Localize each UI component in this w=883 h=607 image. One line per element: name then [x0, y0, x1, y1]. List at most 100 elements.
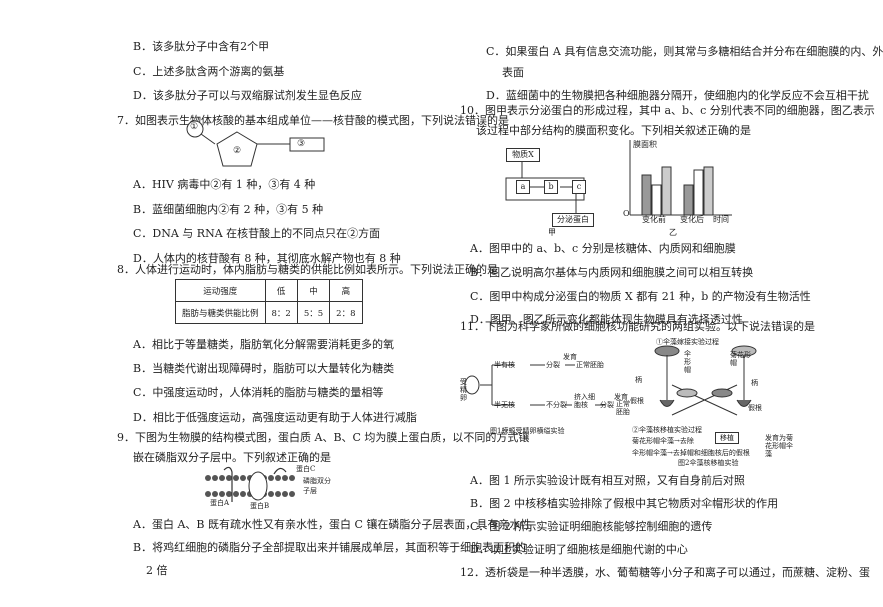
- fig1-divide: 分裂: [546, 361, 560, 369]
- substance-x-box: 物质X: [506, 148, 540, 162]
- q8-option-c: C．中强度运动时，人体消耗的脂肪与糖类的量相等: [133, 386, 384, 399]
- fig2-stem-label-2: 柄: [751, 379, 758, 387]
- table-header-cell: 中: [296, 279, 331, 302]
- fig2-umbrella-cap: 伞形帽: [684, 350, 691, 374]
- q6-option-c: C．上述多肽含两个游离的氨基: [133, 65, 285, 78]
- q7-option-a: A．HIV 病毒中②有 1 种，③有 4 种: [133, 178, 316, 191]
- table-header-cell: 运动强度: [175, 279, 266, 302]
- fig1-caption: 图1蝾螈受精卵横缢实验: [490, 427, 565, 435]
- table-cell: 脂肪与糖类供能比例: [175, 301, 266, 324]
- q9-option-c: C．如果蛋白 A 具有信息交流功能，则其常与多糖相结合并分布在细胞膜的内、外: [486, 45, 883, 58]
- fig2-rhizoid-label-2: 假根: [748, 404, 762, 412]
- q7-option-d: D．人体内的核苷酸有 8 种，其彻底水解产物也有 8 种: [133, 252, 401, 265]
- table-cell: 8：2: [264, 301, 298, 324]
- protein-b-shape: [248, 471, 268, 501]
- fig2-row2: 伞形帽伞藻→去掉帽和细胞核后的假根: [632, 449, 750, 457]
- fig-yi-before: 变化前: [642, 215, 666, 224]
- q7-nucleotide-diagram: [186, 120, 325, 167]
- fig-yi-ylabel: 膜面积: [633, 140, 657, 149]
- fig2-rhizoid-label: 假根: [630, 397, 644, 405]
- label-protein-c: 蛋白C: [296, 465, 316, 473]
- fig2-row1: 菊花形帽伞藻→去除: [632, 437, 694, 445]
- q8-option-d: D．相比于低强度运动，高强度运动更有助于人体进行减脂: [133, 411, 417, 424]
- fig2-graft-diagram: [654, 345, 757, 416]
- phosphate-circle: [186, 120, 204, 138]
- label-protein-b: 蛋白B: [250, 502, 270, 510]
- q10-stem-line2: 该过程中部分结构的膜面积变化。下列相关叙述正确的是: [476, 124, 751, 137]
- label-bilayer: 磷脂双分子层: [303, 477, 331, 495]
- fig1-normal-embryo-2: 正常胚胎: [616, 400, 630, 416]
- q8-option-a: A．相比于等量糖类，脂肪氧化分解需要消耗更多的氧: [133, 338, 394, 351]
- table-header-cell: 低: [264, 279, 298, 302]
- q9-stem-line2: 嵌在磷脂双分子层中。下列叙述正确的是: [133, 451, 331, 464]
- q9-option-b: B．将鸡红细胞的磷脂分子全部提取出来并铺展成单层，其面积等于细胞表面积的: [133, 541, 527, 554]
- fig2-stem-label: 柄: [635, 376, 642, 384]
- table-row: 脂肪与糖类供能比例 8：2 5：5 2：8: [175, 301, 363, 324]
- fig-yi-after: 变化后: [680, 215, 704, 224]
- fig2-title2: ②伞藻核移植实验过程: [632, 426, 702, 434]
- fig1-insert-nucleus: 挤入细胞核: [574, 393, 595, 409]
- q11-stem: 11．下图为科学家所做的细胞核功能研究的两组实验。以下说法错误的是: [460, 320, 815, 333]
- q10-option-c: C．图甲中构成分泌蛋白的物质 X 都有 21 种，b 的产物没有生物活性: [470, 290, 811, 303]
- bar-before-3: [661, 166, 672, 216]
- q11-option-c: C．图 2 所示实验证明细胞核能够控制细胞的遗传: [470, 520, 713, 533]
- table-header-cell: 高: [329, 279, 363, 302]
- label-3: ③: [297, 139, 306, 149]
- bar-before-1: [641, 174, 652, 216]
- q8-option-b: B．当糖类代谢出现障碍时，脂肪可以大量转化为糖类: [133, 362, 395, 375]
- q6-option-d: D．该多肽分子可以与双缩脲试剂发生显色反应: [133, 89, 362, 102]
- fig1-normal-embryo-1: 正常胚胎: [576, 361, 604, 369]
- q10-option-b: B．图乙说明高尔基体与内质网和细胞膜之间可以相互转换: [470, 266, 754, 279]
- fig1-half-no-nucleus: 半无核: [494, 401, 515, 409]
- q11-fig1-diagram: [464, 364, 605, 406]
- q11-option-a: A．图 1 所示实验设计既有相互对照，又有自身前后对照: [470, 474, 745, 487]
- q6-option-b: B．该多肽分子中含有2个甲: [133, 40, 270, 53]
- organelle-b: b: [544, 180, 558, 194]
- fig2-caption: 图2伞藻核移植实验: [678, 459, 739, 467]
- fig-yi-chart: [629, 140, 732, 216]
- table-cell: 2：8: [329, 301, 363, 324]
- protein-c-shape: [273, 467, 287, 475]
- q9-option-a: A．蛋白 A、B 既有疏水性又有亲水性，蛋白 C 镶在磷脂分子层表面，具有亲水性: [133, 518, 532, 531]
- protein-a-shape: [223, 466, 233, 502]
- fig-jia-caption: 甲: [548, 228, 556, 237]
- fig1-divide-2: 分裂: [600, 401, 614, 409]
- label-protein-a: 蛋白A: [210, 499, 230, 507]
- q10-option-a: A．图甲中的 a、b、c 分别是核糖体、内质网和细胞膜: [470, 242, 736, 255]
- fig1-develop-2: 发育: [614, 393, 628, 401]
- q12-stem: 12．透析袋是一种半透膜，水、葡萄糖等小分子和离子可以通过，而蔗糖、淀粉、蛋: [460, 566, 870, 579]
- secreted-protein-box: 分泌蛋白: [552, 213, 594, 227]
- q9-membrane-diagram: [205, 466, 295, 502]
- fig2-chrysanthemum-cap: 菊花形帽: [730, 351, 751, 367]
- bar-before-2: [651, 184, 662, 216]
- fig2-result: 发育为菊花形帽伞藻: [765, 434, 793, 458]
- organelle-c: c: [572, 180, 586, 194]
- q10-option-d: D．图甲、图乙所示变化都能体现生物膜具有选择透过性: [470, 313, 743, 326]
- fig1-no-divide: 不分裂: [546, 401, 567, 409]
- table-cell: 5：5: [296, 301, 331, 324]
- q7-option-b: B．蓝细菌细胞内②有 2 种，③有 5 种: [133, 203, 324, 216]
- fig2-transplant-box: 移植: [715, 432, 739, 444]
- q11-option-d: D．以上实验证明了细胞核是细胞代谢的中心: [470, 543, 688, 556]
- fig1-develop-1: 发育: [563, 353, 577, 361]
- q10-stem-line1: 10．图甲表示分泌蛋白的形成过程，其中 a、b、c 分别代表不同的细胞器，图乙表…: [460, 104, 875, 117]
- link-1: [200, 133, 216, 145]
- q8-stem: 8．人体进行运动时，体内脂肪与糖类的供能比例如表所示。下列说法正确的是: [117, 263, 498, 276]
- label-2: ②: [233, 146, 242, 156]
- bar-after-2: [693, 169, 704, 216]
- bar-after-3: [703, 166, 714, 216]
- cap-umbrella: [654, 345, 680, 357]
- q7-stem: 7．如图表示生物体核酸的基本组成单位——核苷酸的模式图，下列说法错误的是: [117, 114, 509, 127]
- q9-option-c-cont: 表面: [502, 66, 524, 79]
- q9-option-d: D．蓝细菌中的生物膜把各种细胞器分隔开，使细胞内的化学反应不会互相干扰: [486, 89, 869, 102]
- q11-option-b: B．图 2 中核移植实验排除了假根中其它物质对伞帽形状的作用: [470, 497, 779, 510]
- fig1-half-nucleus: 半有核: [494, 361, 515, 369]
- q7-option-c: C．DNA 与 RNA 在核苷酸上的不同点只在②方面: [133, 227, 381, 240]
- fig-yi-origin: O: [623, 209, 630, 218]
- table-row: 运动强度 低 中 高: [175, 279, 363, 302]
- q9-stem-line1: 9．下图为生物膜的结构模式图，蛋白质 A、B、C 均为膜上蛋白质，以不同的方式镶: [117, 431, 530, 444]
- q8-table: 运动强度 低 中 高 脂肪与糖类供能比例 8：2 5：5 2：8: [175, 279, 363, 324]
- fig-yi-time: 时间: [713, 215, 729, 224]
- fig1-egg-label: 受精卵: [460, 378, 467, 402]
- organelle-a: a: [516, 180, 530, 194]
